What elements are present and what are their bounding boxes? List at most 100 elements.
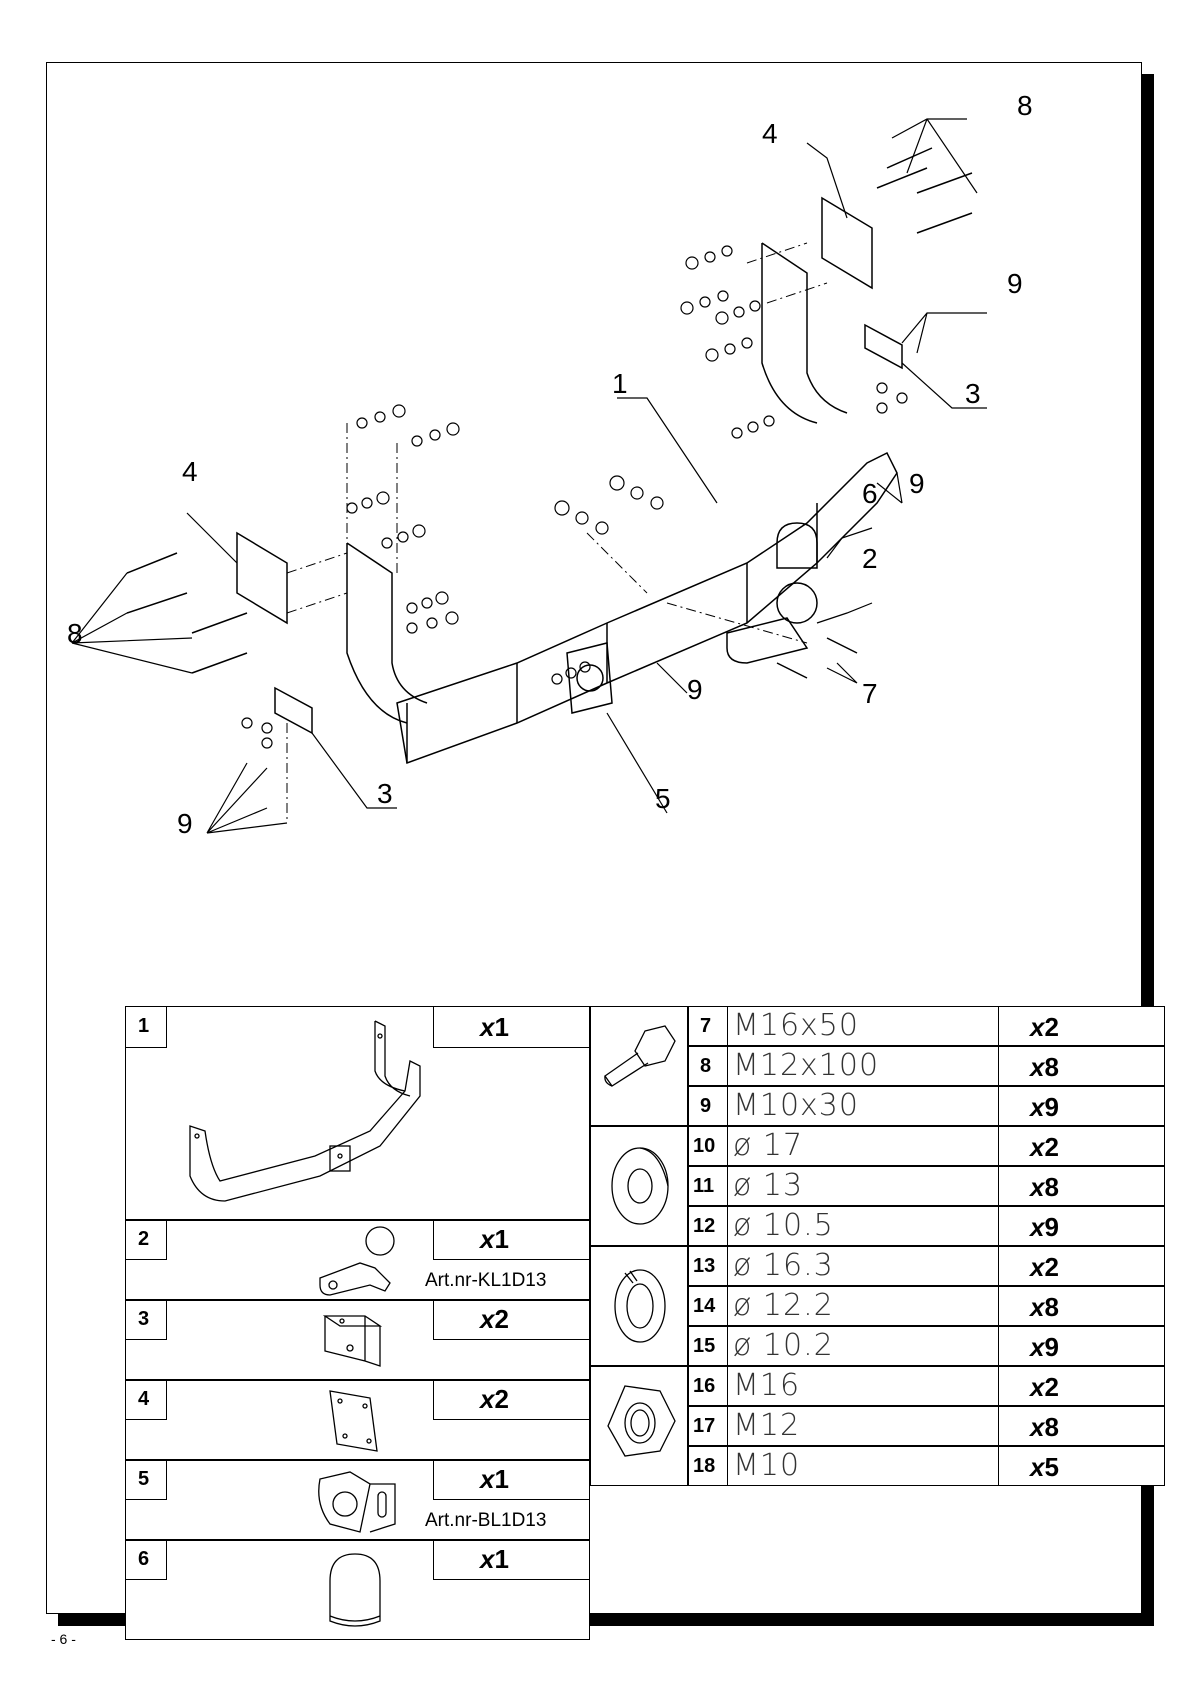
part-3-number-box <box>125 1300 167 1340</box>
hardware-number-cell <box>688 1006 728 1046</box>
socket-plate-thumbnail <box>318 1471 396 1533</box>
exploded-assembly-diagram: 1 4 8 9 3 9 6 2 4 8 9 7 3 5 9 <box>67 90 1033 839</box>
part-5-qty-box <box>433 1460 590 1500</box>
hardware-qty-cell <box>998 1326 1165 1366</box>
hardware-qty-cell <box>998 1446 1165 1486</box>
hardware-qty-cell <box>998 1126 1165 1166</box>
hardware-number-cell <box>688 1086 728 1126</box>
callout-3-left: 3 <box>377 778 393 809</box>
part-6-qty-box <box>433 1540 590 1580</box>
hardware-number-cell <box>688 1286 728 1326</box>
hardware-number-cell <box>688 1166 728 1206</box>
part-3-qty-box <box>433 1300 590 1340</box>
callout-1: 1 <box>612 368 628 399</box>
plate-4-left <box>236 531 288 625</box>
bracket-thumbnail <box>322 1315 383 1367</box>
part-6-qty: x1 <box>480 1544 509 1574</box>
crossbar <box>396 451 898 765</box>
hardware-qty: x8 <box>1030 1292 1059 1322</box>
part-3-qty: x2 <box>480 1304 509 1334</box>
hardware-qty: x2 <box>1030 1012 1059 1042</box>
callout-9-right-bottom: 9 <box>909 468 925 499</box>
hardware-spec: ø 12.2 <box>733 1288 834 1323</box>
hardware-qty: x9 <box>1030 1332 1059 1362</box>
hardware-number-cell <box>688 1446 728 1486</box>
part-4-qty-box <box>433 1380 590 1420</box>
callout-8-right: 8 <box>1017 90 1033 121</box>
hardware-number-cell <box>688 1046 728 1086</box>
hardware-spec: M12 <box>733 1408 801 1443</box>
hardware-spec: M10x30 <box>733 1088 859 1123</box>
hardware-number: 8 <box>700 1055 712 1077</box>
hardware-qty-cell <box>998 1166 1165 1206</box>
crossbar-thumbnail <box>189 1020 421 1202</box>
hardware-number: 12 <box>693 1215 716 1237</box>
part-5-number-box <box>125 1460 167 1500</box>
hardware-qty: x8 <box>1030 1172 1059 1202</box>
bolt-icon <box>604 1025 676 1087</box>
hardware-spec: ø 10.2 <box>733 1328 834 1363</box>
spring-washer-icon <box>614 1269 666 1343</box>
hardware-qty: x2 <box>1030 1372 1059 1402</box>
callout-3-right: 3 <box>965 378 981 409</box>
hardware-number: 18 <box>693 1455 716 1477</box>
part-6-number: 6 <box>138 1548 150 1570</box>
tow-ball-thumbnail <box>319 1226 395 1296</box>
hardware-number: 14 <box>693 1295 716 1317</box>
part-1-number: 1 <box>138 1015 150 1037</box>
callout-5: 5 <box>655 783 671 814</box>
nut-image-cell <box>590 1366 688 1486</box>
hardware-number: 17 <box>693 1415 716 1437</box>
part-2-number: 2 <box>138 1228 150 1250</box>
hardware-qty: x9 <box>1030 1092 1059 1122</box>
hardware-qty: x2 <box>1030 1252 1059 1282</box>
hardware-spec: M10 <box>733 1448 801 1483</box>
hardware-spec: M12x100 <box>733 1048 880 1083</box>
part-3-number: 3 <box>138 1308 150 1330</box>
hardware-stacks <box>241 245 908 749</box>
right-bracket <box>761 242 848 424</box>
part-6-number-box <box>125 1540 167 1580</box>
hardware-number: 13 <box>693 1255 716 1277</box>
hardware-spec: M16 <box>733 1368 801 1403</box>
part-4-number-box <box>125 1380 167 1420</box>
nut-icon <box>607 1385 676 1457</box>
callout-4-right: 4 <box>762 118 778 149</box>
hardware-qty: x9 <box>1030 1212 1059 1242</box>
part-4-qty: x2 <box>480 1384 509 1414</box>
part-2-qty-box <box>433 1220 590 1260</box>
callout-7: 7 <box>862 678 878 709</box>
hardware-number-cell <box>688 1406 728 1446</box>
callout-8-left: 8 <box>67 618 83 649</box>
part-5-article-number: Art.nr-BL1D13 <box>425 1510 547 1531</box>
bolt-image-cell <box>590 1006 688 1126</box>
part-2-qty: x1 <box>480 1224 509 1254</box>
hardware-qty-cell <box>998 1006 1165 1046</box>
hardware-number: 10 <box>693 1135 716 1157</box>
page-number: - 6 - <box>51 1631 76 1647</box>
hardware-qty: x8 <box>1030 1412 1059 1442</box>
hardware-qty-cell <box>998 1366 1165 1406</box>
parts-table: 1 x1 2 x1 Art.nr-KL1D13 3 <box>125 1006 1165 1654</box>
hardware-number: 16 <box>693 1375 716 1397</box>
part-2-number-box <box>125 1220 167 1260</box>
hardware-spec: ø 17 <box>733 1128 804 1163</box>
callout-9-middle: 9 <box>687 674 703 705</box>
drawing-frame: 1 4 8 9 3 9 6 2 4 8 9 7 3 5 9 1 x1 <box>46 62 1165 1647</box>
hardware-qty-cell <box>998 1246 1165 1286</box>
hardware-number: 7 <box>700 1015 712 1037</box>
plate-4-right <box>821 196 873 290</box>
socket-plate <box>566 642 613 714</box>
ball-cover <box>776 522 818 569</box>
hardware-number-cell <box>688 1326 728 1366</box>
hardware-number-cell <box>688 1246 728 1286</box>
part-1-number-box <box>125 1006 167 1048</box>
hardware-qty: x8 <box>1030 1052 1059 1082</box>
hardware-spec: M16x50 <box>733 1008 859 1043</box>
hardware-number-cell <box>688 1366 728 1406</box>
hardware-qty-cell <box>998 1046 1165 1086</box>
hardware-number: 15 <box>693 1335 716 1357</box>
hardware-qty-cell <box>998 1406 1165 1446</box>
hardware-spec: ø 16.3 <box>733 1248 834 1283</box>
bracket-3-right <box>864 323 903 370</box>
